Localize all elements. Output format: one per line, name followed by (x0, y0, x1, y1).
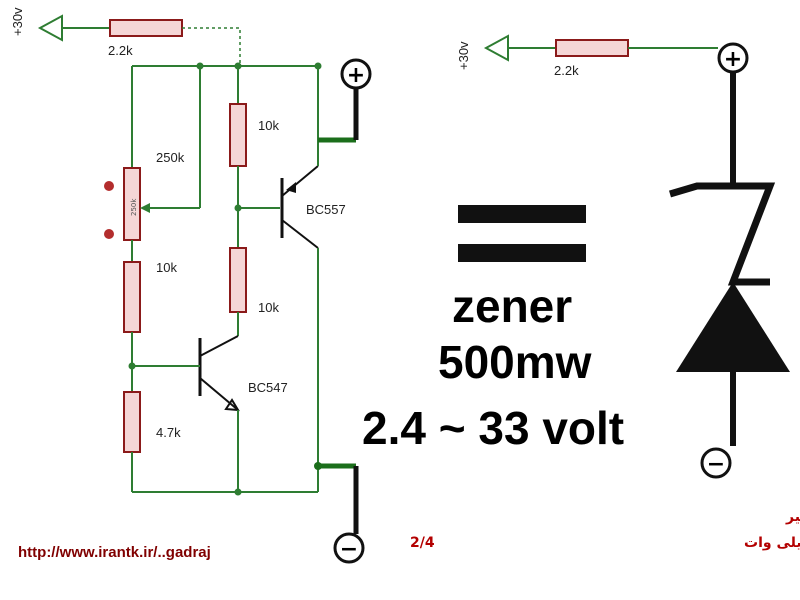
resistor-2k2-right (555, 39, 629, 57)
resistor-10k-upper (229, 103, 247, 167)
wiper-arrow (140, 203, 150, 213)
r-mid-left-label: 10k (156, 260, 177, 275)
r-lower-right-label: 10k (258, 300, 279, 315)
r-top-label: 2.2k (108, 43, 133, 58)
website-url: http://www.irantk.ir/..gadraj (18, 544, 211, 561)
q-top-label: BC557 (306, 202, 346, 217)
minus-terminal-left: − (333, 532, 365, 564)
transistor-bc557 (280, 165, 319, 249)
zener-title: zener (452, 280, 572, 332)
plus-terminal-right: + (717, 42, 749, 74)
pot-label: 250k (156, 150, 185, 165)
resistor-10k-left (123, 261, 141, 333)
svg-text:+: + (347, 63, 365, 88)
pot-terminal-1 (104, 181, 114, 191)
supply-label-right: +30v (456, 41, 471, 70)
svg-text:−: − (340, 537, 358, 562)
r-right-label: 2.2k (554, 63, 579, 78)
transistor-bc547 (198, 335, 240, 412)
pot-body-text: 250k (130, 198, 138, 216)
caption-line2-number: 2/4 (410, 535, 435, 551)
supply-label-left: +30v (10, 7, 25, 36)
power-rating: 500mw (438, 336, 592, 388)
left-circuit: +30v 2.2k 250k 250k 10k 4.7k (10, 7, 372, 564)
voltage-range: 2.4 ~ 33 volt (362, 402, 624, 454)
minus-terminal-right: − (700, 447, 732, 479)
q-bottom-label: BC547 (248, 380, 288, 395)
supply-arrow-right (483, 34, 556, 62)
r-upper-right-label: 10k (258, 118, 279, 133)
pot-terminal-2 (104, 229, 114, 239)
caption-line2: الی ۳۳ ولت با توان ۵۰۰ میلی وات (744, 535, 800, 551)
dashed-link (182, 27, 241, 66)
svg-text:−: − (707, 452, 725, 477)
equals-sign (458, 205, 586, 262)
resistor-4k7 (123, 391, 141, 453)
right-circuit: +30v 2.2k + − (456, 34, 790, 479)
r-bottom-left-label: 4.7k (156, 425, 181, 440)
svg-text:+: + (724, 47, 742, 72)
supply-arrow-left (37, 14, 110, 42)
resistor-2k2-left (109, 19, 183, 37)
caption-line1: مداری برای جایگزین یک دیود زینر با ولتاژ… (785, 508, 800, 525)
resistor-10k-lower (229, 247, 247, 313)
zener-diode-symbol (669, 182, 790, 372)
plus-terminal-left: + (340, 58, 372, 90)
